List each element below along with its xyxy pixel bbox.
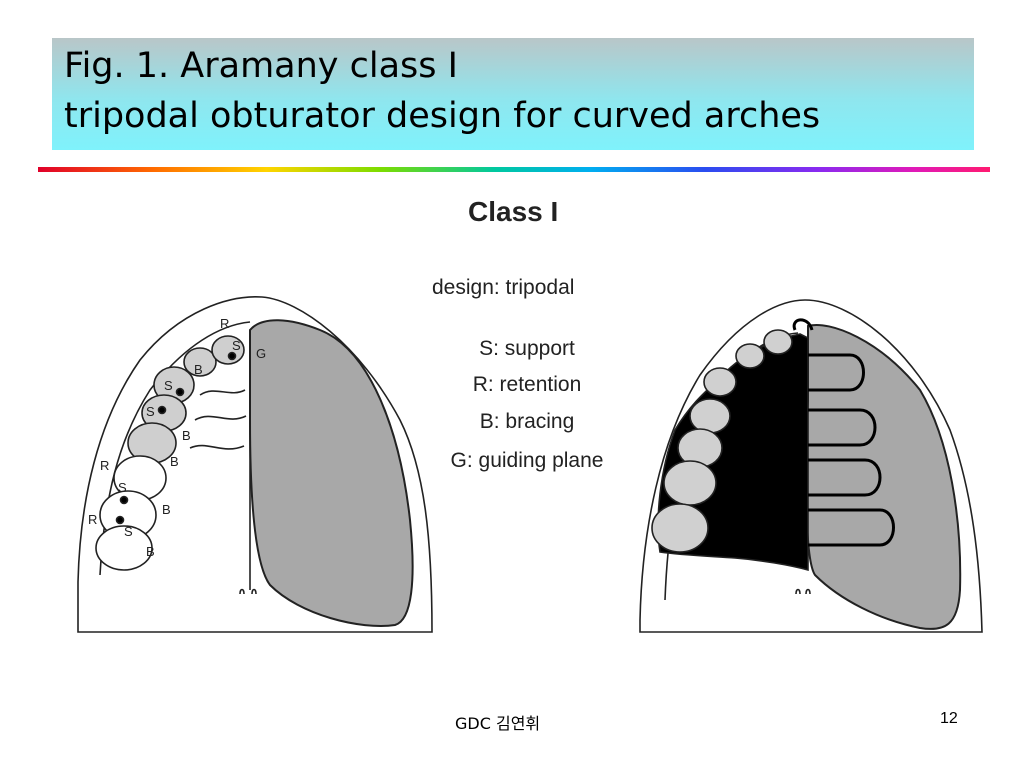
label-support: S (146, 404, 155, 419)
label-bracing: B (182, 428, 191, 443)
left-arch-letters: R S G B S S B R S B B R S B (88, 316, 266, 559)
label-bracing: B (170, 454, 179, 469)
label-retention: R (220, 316, 229, 331)
slide-title-line-2: tripodal obturator design for curved arc… (64, 96, 821, 136)
rainbow-divider (38, 167, 990, 172)
left-teeth (95, 335, 245, 571)
legend-item-bracing: B: bracing (479, 410, 575, 433)
label-guiding-plane: G (256, 346, 266, 361)
left-obturator-defect (249, 319, 414, 627)
label-support: S (124, 524, 133, 539)
label-retention: R (100, 458, 109, 473)
slide-title-box: Fig. 1. Aramany class I tripodal obturat… (52, 38, 974, 150)
label-bracing: B (162, 502, 171, 517)
legend-class-title: Class I (468, 196, 559, 227)
legend-item-support: S: support (479, 337, 575, 360)
slide-footer: GDC 김연휘 (455, 714, 541, 733)
label-retention: R (88, 512, 97, 527)
legend-item-guiding-plane: G: guiding plane (450, 449, 604, 472)
left-arch-design (77, 296, 433, 633)
slide-title-line-1: Fig. 1. Aramany class I (64, 46, 458, 86)
legend-item-retention: R: retention (472, 373, 582, 396)
label-support: S (164, 378, 173, 393)
right-obturator-defect (805, 324, 962, 630)
page-number: 12 (940, 710, 958, 727)
label-support: S (232, 338, 241, 353)
legend-design: design: tripodal (432, 276, 575, 299)
label-support: S (118, 480, 127, 495)
label-bracing: B (146, 544, 155, 559)
right-arch-framework (639, 299, 983, 633)
label-bracing: B (194, 362, 203, 377)
